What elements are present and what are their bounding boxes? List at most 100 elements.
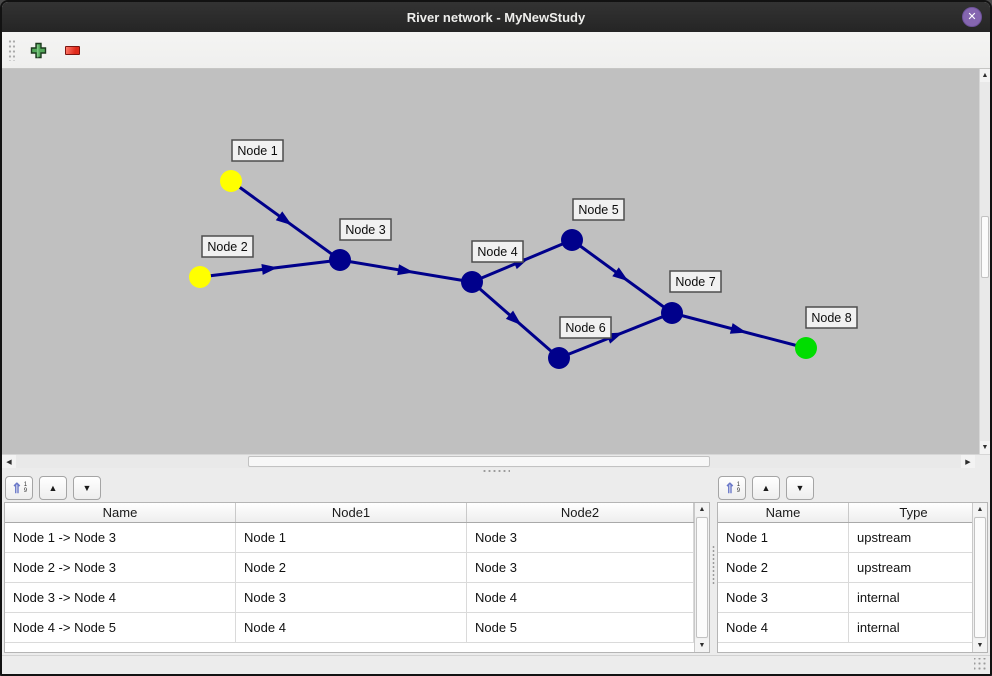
splitter-grip-icon xyxy=(482,469,510,473)
column-header-node1[interactable]: Node1 xyxy=(236,503,467,522)
table-cell[interactable]: Node 3 -> Node 4 xyxy=(5,583,236,612)
network-node-n7[interactable] xyxy=(661,302,683,324)
sort-icon: ⇑ 1 9 xyxy=(723,480,741,496)
table-cell[interactable]: Node 3 xyxy=(718,583,849,612)
table-scroll-thumb[interactable] xyxy=(974,517,986,638)
canvas-vertical-scrollbar[interactable]: ▲ ▼ xyxy=(979,69,990,454)
node-label: Node 3 xyxy=(339,218,392,241)
table-scroll-thumb[interactable] xyxy=(696,517,708,638)
canvas-horizontal-scrollbar[interactable]: ◀ ▶ xyxy=(2,454,990,468)
panel-splitter[interactable] xyxy=(712,474,715,655)
flow-arrow-icon xyxy=(397,264,414,276)
remove-node-button[interactable] xyxy=(61,39,83,61)
scroll-up-icon[interactable]: ▲ xyxy=(695,503,709,516)
down-triangle-icon: ▼ xyxy=(795,483,805,493)
plus-icon xyxy=(30,42,46,58)
network-node-n4[interactable] xyxy=(461,271,483,293)
table-cell[interactable]: Node 2 xyxy=(718,553,849,582)
down-triangle-icon: ▼ xyxy=(82,483,92,493)
network-node-n6[interactable] xyxy=(548,347,570,369)
node-label: Node 6 xyxy=(559,316,612,339)
scroll-down-icon[interactable]: ▼ xyxy=(980,441,990,454)
table-cell[interactable]: Node 1 -> Node 3 xyxy=(5,523,236,552)
scroll-up-icon[interactable]: ▲ xyxy=(980,69,990,82)
toolbar-grip-icon[interactable] xyxy=(8,39,15,61)
up-triangle-icon: ▲ xyxy=(761,483,771,493)
column-header-type[interactable]: Type xyxy=(849,503,979,522)
window-title: River network - MyNewStudy xyxy=(406,9,586,25)
table-cell[interactable]: Node 1 xyxy=(236,523,467,552)
reach-table-scrollbar[interactable]: ▲ ▼ xyxy=(694,503,709,652)
vertical-scroll-thumb[interactable] xyxy=(981,216,989,278)
flow-arrow-icon xyxy=(261,264,278,275)
horizontal-scroll-track[interactable] xyxy=(16,455,961,468)
table-cell[interactable]: Node 4 xyxy=(718,613,849,642)
table-cell[interactable]: Node 3 xyxy=(467,523,694,552)
column-header-name[interactable]: Name xyxy=(718,503,849,522)
network-node-n8[interactable] xyxy=(795,337,817,359)
column-header-name[interactable]: Name xyxy=(5,503,236,522)
svg-text:Node 1: Node 1 xyxy=(237,144,277,158)
title-bar[interactable]: River network - MyNewStudy ✕ xyxy=(2,2,990,32)
table-cell[interactable]: Node 4 xyxy=(236,613,467,642)
table-cell[interactable]: Node 1 xyxy=(718,523,849,552)
flow-arrow-icon xyxy=(612,267,629,282)
table-cell[interactable]: Node 2 xyxy=(236,553,467,582)
svg-text:Node 7: Node 7 xyxy=(675,275,715,289)
table-cell[interactable]: Node 5 xyxy=(467,613,694,642)
scroll-right-icon[interactable]: ▶ xyxy=(961,455,975,468)
node-label: Node 8 xyxy=(805,306,858,329)
table-cell[interactable]: upstream xyxy=(849,553,979,582)
table-cell[interactable]: Node 4 xyxy=(467,583,694,612)
network-node-n2[interactable] xyxy=(189,266,211,288)
move-up-button[interactable]: ▲ xyxy=(39,476,67,500)
table-cell[interactable]: Node 2 -> Node 3 xyxy=(5,553,236,582)
network-node-n3[interactable] xyxy=(329,249,351,271)
network-node-n1[interactable] xyxy=(220,170,242,192)
resize-grip-icon[interactable] xyxy=(974,658,987,671)
table-cell[interactable]: Node 3 xyxy=(467,553,694,582)
column-header-node2[interactable]: Node2 xyxy=(467,503,694,522)
network-node-n5[interactable] xyxy=(561,229,583,251)
scroll-down-icon[interactable]: ▼ xyxy=(973,639,987,652)
node-panel-toolbar: ⇑ 1 9 ▲ ▼ xyxy=(717,474,988,502)
table-cell[interactable]: upstream xyxy=(849,523,979,552)
scroll-down-icon[interactable]: ▼ xyxy=(695,639,709,652)
move-down-button[interactable]: ▼ xyxy=(73,476,101,500)
node-label: Node 4 xyxy=(471,240,524,263)
vertical-scroll-track[interactable] xyxy=(980,82,990,441)
horizontal-splitter[interactable] xyxy=(2,468,990,474)
table-cell[interactable]: Node 4 -> Node 5 xyxy=(5,613,236,642)
move-up-button[interactable]: ▲ xyxy=(752,476,780,500)
table-cell[interactable]: internal xyxy=(849,583,979,612)
sort-button[interactable]: ⇑ 1 9 xyxy=(5,476,33,500)
table-cell[interactable]: internal xyxy=(849,613,979,642)
table-cell[interactable]: Node 3 xyxy=(236,583,467,612)
node-label: Node 2 xyxy=(201,235,254,258)
node-table-scrollbar[interactable]: ▲ ▼ xyxy=(972,503,987,652)
scroll-left-icon[interactable]: ◀ xyxy=(2,455,16,468)
move-down-button[interactable]: ▼ xyxy=(786,476,814,500)
main-toolbar xyxy=(2,32,990,69)
close-button[interactable]: ✕ xyxy=(962,7,982,27)
scroll-up-icon[interactable]: ▲ xyxy=(973,503,987,516)
add-node-button[interactable] xyxy=(27,39,49,61)
svg-text:Node 4: Node 4 xyxy=(477,245,517,259)
sort-button[interactable]: ⇑ 1 9 xyxy=(718,476,746,500)
horizontal-scroll-thumb[interactable] xyxy=(248,456,710,467)
